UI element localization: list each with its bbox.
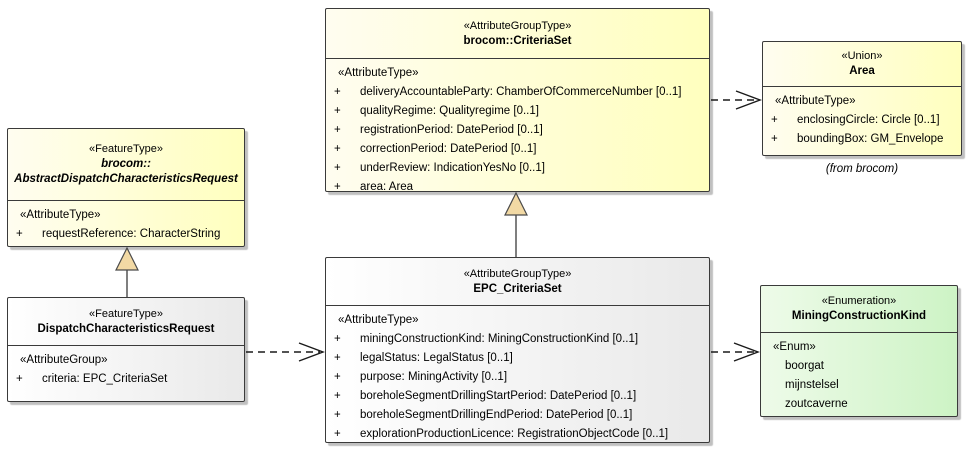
generalization-epc-to-criteriaset: [504, 191, 528, 257]
class-header: «Union» Area: [763, 42, 961, 87]
class-header: «AttributeGroupType» brocom::CriteriaSet: [326, 9, 709, 59]
section-label: «AttributeType»: [775, 95, 856, 107]
stereotype-label: «FeatureType»: [89, 143, 163, 155]
class-name: MiningConstructionKind: [791, 310, 927, 322]
attribute-row: + boreholeSegmentDrillingStartPeriod: Da…: [334, 387, 705, 406]
stereotype-label: «Enumeration»: [821, 295, 897, 307]
attribute-text: registrationPeriod: DatePeriod [0..1]: [360, 124, 543, 136]
generalization-dispatch-to-abstract: [115, 246, 139, 297]
visibility-marker: +: [334, 143, 341, 155]
attributes-compartment: «AttributeType» + enclosingCircle: Circl…: [763, 87, 961, 149]
visibility-marker: +: [334, 390, 341, 402]
attribute-row: + purpose: MiningActivity [0..1]: [334, 368, 705, 387]
section-label: «Enum»: [773, 341, 816, 353]
section-label: «AttributeType»: [20, 209, 101, 221]
attribute-text: qualityRegime: Qualityregime [0..1]: [360, 105, 539, 117]
visibility-marker: +: [334, 428, 341, 440]
class-abstract-dispatch-characteristics-request[interactable]: «FeatureType» brocom:: AbstractDispatchC…: [7, 128, 245, 247]
attribute-row: + legalStatus: LegalStatus [0..1]: [334, 349, 705, 368]
attribute-row: + miningConstructionKind: MiningConstruc…: [334, 330, 705, 349]
attribute-text: boundingBox: GM_Envelope: [797, 133, 944, 145]
attribute-text: boreholeSegmentDrillingStartPeriod: Date…: [360, 390, 637, 402]
attribute-text: requestReference: CharacterString: [42, 228, 221, 240]
visibility-marker: +: [334, 162, 341, 174]
attribute-row: + boreholeSegmentDrillingEndPeriod: Date…: [334, 406, 705, 425]
class-name: brocom::CriteriaSet: [463, 34, 572, 47]
stereotype-label: «AttributeGroupType»: [463, 267, 572, 280]
visibility-marker: +: [334, 181, 341, 193]
visibility-marker: +: [16, 373, 23, 385]
dependency-criteriaset-to-area: [711, 90, 762, 110]
stereotype-label: «Union»: [841, 50, 883, 62]
section-label: «AttributeType»: [338, 67, 419, 79]
class-name: EPC_CriteriaSet: [473, 282, 562, 295]
attribute-text: criteria: EPC_CriteriaSet: [42, 373, 168, 385]
class-name: Area: [849, 65, 875, 77]
class-header: «FeatureType» DispatchCharacteristicsReq…: [8, 298, 244, 346]
enum-literal: zoutcaverne: [785, 398, 848, 410]
visibility-marker: +: [334, 124, 341, 136]
class-area[interactable]: «Union» Area «AttributeType» + enclosing…: [762, 41, 962, 156]
from-package-note: (from brocom): [825, 163, 899, 175]
visibility-marker: +: [334, 333, 341, 345]
attribute-row: + qualityRegime: Qualityregime [0..1]: [334, 102, 705, 121]
attribute-text: enclosingCircle: Circle [0..1]: [797, 114, 940, 126]
stereotype-label: «FeatureType»: [89, 307, 163, 320]
class-name-line2: AbstractDispatchCharacteristicsRequest: [14, 173, 238, 185]
attribute-text: legalStatus: LegalStatus [0..1]: [360, 352, 513, 364]
visibility-marker: +: [771, 133, 778, 145]
attributes-compartment: «AttributeType» + requestReference: Char…: [8, 201, 244, 244]
attribute-text: explorationProductionLicence: Registrati…: [360, 428, 669, 440]
attribute-text: deliveryAccountableParty: ChamberOfComme…: [360, 86, 682, 98]
attribute-row: + boundingBox: GM_Envelope: [771, 130, 957, 149]
attribute-row: + criteria: EPC_CriteriaSet: [16, 370, 240, 389]
enum-literal: boorgat: [785, 360, 825, 372]
attribute-row: + correctionPeriod: DatePeriod [0..1]: [334, 140, 705, 159]
section-label: «AttributeType»: [338, 314, 419, 326]
visibility-marker: +: [771, 114, 778, 126]
attribute-row: + enclosingCircle: Circle [0..1]: [771, 111, 957, 130]
visibility-marker: +: [334, 409, 341, 421]
dependency-epc-to-miningkind: [711, 342, 760, 362]
enum-compartment: «Enum» boorgat mijnstelsel zoutcaverne: [761, 333, 957, 414]
attribute-row: + area: Area: [334, 178, 705, 197]
class-mining-construction-kind[interactable]: «Enumeration» MiningConstructionKind «En…: [760, 285, 958, 417]
attribute-row: + deliveryAccountableParty: ChamberOfCom…: [334, 83, 705, 102]
attribute-text: boreholeSegmentDrillingEndPeriod: DatePe…: [360, 409, 633, 421]
attribute-text: miningConstructionKind: MiningConstructi…: [360, 333, 639, 345]
attribute-row: + requestReference: CharacterString: [16, 225, 240, 244]
enum-literal: mijnstelsel: [785, 379, 839, 391]
class-epc-criteriaset[interactable]: «AttributeGroupType» EPC_CriteriaSet «At…: [325, 257, 710, 443]
visibility-marker: +: [334, 86, 341, 98]
attribute-text: purpose: MiningActivity [0..1]: [360, 371, 508, 383]
attribute-text: underReview: IndicationYesNo [0..1]: [360, 162, 545, 174]
attributes-compartment: «AttributeGroup» + criteria: EPC_Criteri…: [8, 346, 244, 389]
attribute-row: + explorationProductionLicence: Registra…: [334, 425, 705, 444]
attribute-text: area: Area: [360, 181, 414, 193]
class-dispatch-characteristics-request[interactable]: «FeatureType» DispatchCharacteristicsReq…: [7, 297, 245, 402]
class-name-line1: brocom::: [101, 158, 151, 170]
attributes-compartment: «AttributeType» + deliveryAccountablePar…: [326, 59, 709, 197]
attribute-row: + registrationPeriod: DatePeriod [0..1]: [334, 121, 705, 140]
class-header: «FeatureType» brocom:: AbstractDispatchC…: [8, 129, 244, 201]
visibility-marker: +: [334, 371, 341, 383]
attributes-compartment: «AttributeType» + miningConstructionKind…: [326, 306, 709, 444]
dependency-dispatch-to-epc: [246, 342, 325, 362]
class-brocom-criteriaset[interactable]: «AttributeGroupType» brocom::CriteriaSet…: [325, 8, 710, 193]
class-header: «AttributeGroupType» EPC_CriteriaSet: [326, 258, 709, 306]
visibility-marker: +: [334, 105, 341, 117]
visibility-marker: +: [16, 228, 23, 240]
section-label: «AttributeGroup»: [20, 354, 108, 366]
stereotype-label: «AttributeGroupType»: [463, 19, 572, 32]
visibility-marker: +: [334, 352, 341, 364]
class-name: DispatchCharacteristicsRequest: [37, 322, 215, 335]
attribute-row: + underReview: IndicationYesNo [0..1]: [334, 159, 705, 178]
attribute-text: correctionPeriod: DatePeriod [0..1]: [360, 143, 537, 155]
class-header: «Enumeration» MiningConstructionKind: [761, 286, 957, 333]
